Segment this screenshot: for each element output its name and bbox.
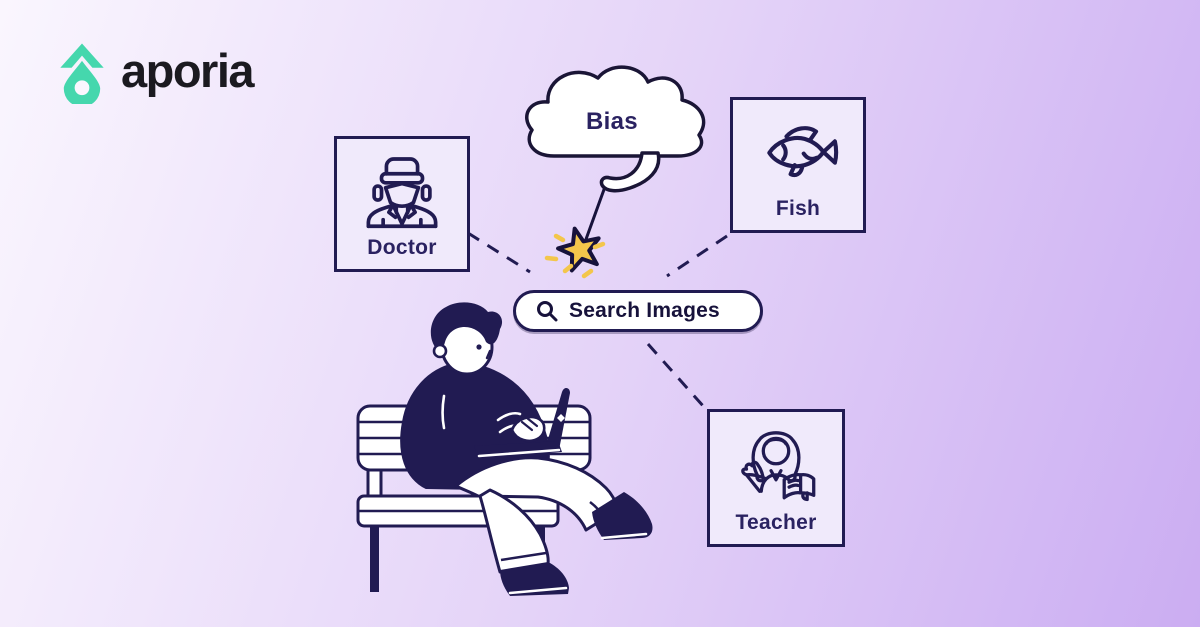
category-box-teacher: Teacher bbox=[707, 409, 845, 547]
dashed-line-doctor bbox=[467, 231, 531, 274]
person-on-bench-illustration bbox=[356, 302, 653, 596]
doctor-icon bbox=[337, 139, 467, 236]
aporia-logo-icon bbox=[60, 43, 104, 104]
dashed-line-fish bbox=[666, 234, 728, 278]
category-label-teacher: Teacher bbox=[735, 511, 817, 534]
bias-cloud: Bias bbox=[518, 60, 716, 202]
star-sparkles bbox=[544, 233, 606, 279]
teacher-icon bbox=[710, 412, 842, 511]
fish-icon bbox=[733, 100, 863, 197]
category-label-fish: Fish bbox=[775, 197, 821, 220]
sparkle-star-icon bbox=[556, 226, 601, 273]
brand-name: aporia bbox=[121, 43, 255, 97]
person bbox=[400, 302, 653, 596]
search-label: Search Images bbox=[569, 299, 720, 322]
category-box-fish: Fish bbox=[730, 97, 866, 233]
search-input[interactable]: Search Images bbox=[513, 290, 763, 332]
category-box-doctor: Doctor bbox=[334, 136, 470, 272]
search-icon bbox=[537, 301, 558, 322]
cloud-label: Bias bbox=[586, 108, 638, 135]
brand-logo[interactable]: aporia bbox=[56, 42, 255, 104]
category-label-doctor: Doctor bbox=[367, 236, 437, 259]
